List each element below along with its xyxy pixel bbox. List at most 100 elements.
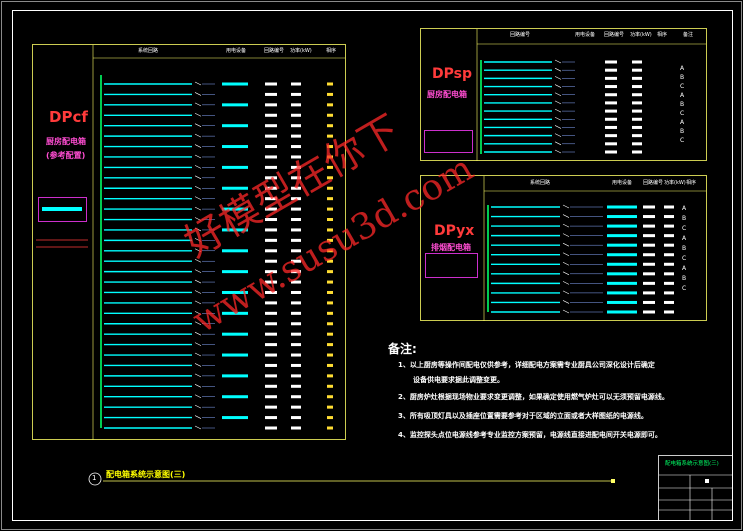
circuit-code-mark <box>265 197 277 201</box>
device-label-bar <box>222 353 248 357</box>
dpyx-circuit-rows <box>491 204 674 314</box>
dpsp-phase: A <box>680 65 685 72</box>
power-value-mark <box>291 343 301 347</box>
power-value-mark <box>291 395 301 399</box>
circuit-code-mark <box>265 82 277 86</box>
power-value-mark <box>291 322 301 326</box>
circuit-code-mark <box>605 142 617 146</box>
breaker-symbol <box>562 290 570 295</box>
breaker-symbol <box>194 144 202 148</box>
breaker-symbol <box>554 76 562 80</box>
panel-dpcf <box>32 44 346 440</box>
breaker-symbol <box>194 133 202 138</box>
power-value-mark <box>291 124 301 128</box>
breaker-symbol <box>194 258 202 263</box>
power-value-mark <box>664 234 674 238</box>
dpcf-header-cell: 回路编号 <box>264 48 285 54</box>
breaker-symbol <box>194 425 202 430</box>
circuit-code-mark <box>643 205 655 209</box>
power-value-mark <box>291 176 301 180</box>
circuit-code-mark <box>605 134 617 138</box>
circuit-code-mark <box>605 117 617 121</box>
power-value-mark <box>664 253 674 257</box>
dpcf-legend-bar <box>42 207 82 211</box>
breaker-symbol <box>194 175 202 180</box>
phase-mark <box>327 165 333 169</box>
device-label-bar <box>607 224 637 228</box>
breaker-symbol <box>562 204 570 209</box>
circuit-code-mark <box>265 218 277 222</box>
device-label-bar <box>607 253 637 257</box>
phase-mark <box>327 374 333 378</box>
circuit-code-mark <box>643 291 655 295</box>
phase-mark <box>327 124 333 128</box>
power-value-mark <box>632 150 642 154</box>
circuit-code-mark <box>265 405 277 409</box>
dpsp-header-cell: 用电设备 <box>575 32 596 38</box>
power-value-mark <box>632 117 642 121</box>
dpcf-subtitle-note: (参考配置) <box>46 151 86 160</box>
breaker-symbol <box>194 363 202 367</box>
circuit-code-mark <box>265 384 277 388</box>
dpsp-phase: B <box>680 101 685 108</box>
device-label-bar <box>607 215 637 219</box>
phase-mark <box>327 259 333 263</box>
breaker-symbol <box>194 415 202 419</box>
power-value-mark <box>632 142 642 146</box>
inner-frame <box>12 10 733 521</box>
breaker-symbol <box>194 102 202 107</box>
device-label-bar <box>222 332 248 336</box>
circuit-code-mark <box>643 243 655 247</box>
breaker-symbol <box>554 133 562 137</box>
power-value-mark <box>632 85 642 89</box>
dpsp-subtitle: 厨房配电箱 <box>427 90 467 99</box>
device-label-bar <box>607 243 637 247</box>
dpcf-circuit-rows <box>104 81 333 430</box>
device-label-bar <box>222 416 248 420</box>
dpyx-phase: B <box>682 215 687 222</box>
circuit-code-mark <box>265 228 277 232</box>
circuit-code-mark <box>605 93 617 97</box>
power-value-mark <box>664 300 674 304</box>
circuit-code-mark <box>265 363 277 367</box>
power-value-mark <box>291 353 301 357</box>
device-label-bar <box>222 228 248 232</box>
dpyx-header-cell: 系统回路 <box>530 180 551 186</box>
circuit-code-mark <box>605 109 617 113</box>
dpcf-header-cell: 功率(kW) <box>290 48 312 54</box>
circuit-code-mark <box>643 300 655 304</box>
breaker-symbol <box>562 214 570 218</box>
power-value-mark <box>632 101 642 105</box>
breaker-symbol <box>194 300 202 305</box>
breaker-symbol <box>554 67 562 72</box>
dpcf-panel-tag: DPcf <box>49 108 88 126</box>
device-label-bar <box>607 300 637 304</box>
power-value-mark <box>291 363 301 367</box>
device-label-bar <box>222 270 248 274</box>
device-label-bar <box>607 281 637 285</box>
breaker-symbol <box>194 227 202 232</box>
device-label-bar <box>222 395 248 399</box>
caption-number-circle <box>88 472 102 486</box>
dpyx-phase: C <box>682 285 687 292</box>
circuit-code-mark <box>605 150 617 154</box>
circuit-code-mark <box>265 270 277 274</box>
phase-mark <box>327 249 333 253</box>
circuit-code-mark <box>265 113 277 117</box>
breaker-symbol <box>194 238 202 242</box>
breaker-symbol <box>194 321 202 326</box>
breaker-symbol <box>562 223 570 228</box>
power-value-mark <box>632 93 642 97</box>
dpsp-panel-tag: DPsp <box>432 66 472 82</box>
dpyx-phase: B <box>682 245 687 252</box>
panel-dpyx-border <box>420 175 707 321</box>
power-value-mark <box>664 272 674 276</box>
circuit-code-mark <box>643 234 655 238</box>
phase-mark <box>327 290 333 294</box>
circuit-code-mark <box>265 134 277 138</box>
power-value-mark <box>291 218 301 222</box>
breaker-symbol <box>554 141 562 146</box>
power-value-mark <box>291 113 301 117</box>
phase-mark <box>327 426 333 430</box>
